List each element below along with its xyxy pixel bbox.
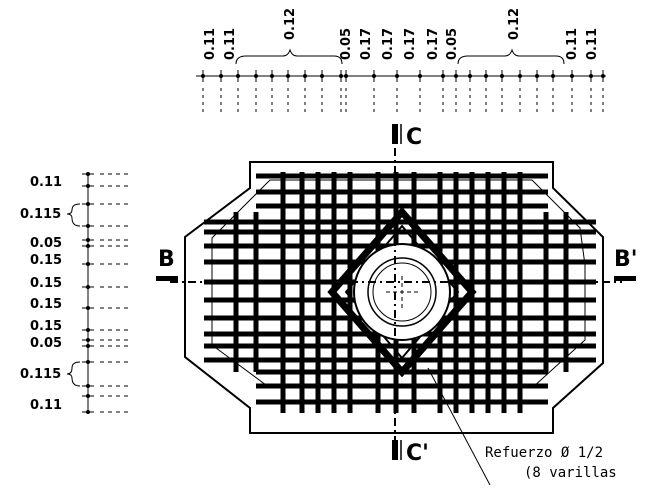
top-dim-dot [395,74,399,78]
top-dim-dot [535,74,539,78]
top-dim-dot [441,74,445,78]
top-dim-label: 0.11 [565,28,580,60]
section-b-left-label: B [158,247,175,272]
left-dim-label: 0.115 [20,367,61,382]
left-dim-label: 0.11 [30,398,62,413]
left-dim-dot [86,172,90,176]
left-dim-label: 0.15 [30,276,62,291]
left-dim-dot [86,410,90,414]
left-dim-dot [86,344,90,348]
top-dim-label: 0.17 [359,28,374,60]
left-dim-dot [86,224,90,228]
top-dim-dot [468,74,472,78]
left-dim-label: 0.05 [30,336,62,351]
rebar-note-line2: (8 varillas [524,465,617,481]
top-dim-label: 0.11 [223,28,238,60]
top-dim-dot [589,74,593,78]
top-dimension-line [196,70,606,112]
top-dim-label: 0.12 [283,8,298,40]
top-dim-label: 0.12 [507,8,522,40]
section-c-bottom-label: C' [406,441,429,466]
left-dim-dot [86,262,90,266]
top-dimension-labels: 0.11 0.11 0.12 0.05 0.17 0.17 0.17 0.17 … [203,8,600,60]
left-dim-dot [86,360,90,364]
left-dim-dot [86,328,90,332]
left-dim-label: 0.115 [20,207,61,222]
top-dim-label: 0.17 [381,28,396,60]
left-dimension-labels: 0.11 0.115 0.05 0.15 0.15 0.15 0.15 0.05… [20,175,62,413]
left-dim-dot [86,244,90,248]
rebar-note-leader [427,367,491,486]
top-dim-dot [219,74,223,78]
top-dim-dot [454,74,458,78]
left-dim-label: 0.15 [30,297,62,312]
left-dim-label: 0.11 [30,175,62,190]
section-b-right-label: B' [614,247,638,272]
section-b-left-marker: B [156,247,178,281]
top-dim-dot [372,74,376,78]
section-c-top-label: C [406,125,422,150]
top-dim-label: 0.11 [585,28,600,60]
left-dimension-line [82,172,130,414]
top-dim-dot [344,74,348,78]
left-dim-dot [86,338,90,342]
left-dim-dot [86,394,90,398]
top-dim-dot [570,74,574,78]
top-dim-dot [286,74,290,78]
top-dim-dot [484,74,488,78]
left-braces [66,203,81,387]
left-dim-dot [86,202,90,206]
top-dim-dot [270,74,274,78]
top-dim-dot [418,74,422,78]
top-dim-dot [254,74,258,78]
rebar-note-line1: Refuerzo Ø 1/2 [485,445,603,461]
top-dim-dot [320,74,324,78]
top-dim-dot [500,74,504,78]
left-dim-dot [86,238,90,242]
left-dim-label: 0.15 [30,253,62,268]
top-dim-dot [339,74,343,78]
left-dim-dot [86,384,90,388]
top-dim-label: 0.17 [403,28,418,60]
footing-outline [184,161,604,434]
left-dim-dot [86,285,90,289]
top-dim-dot [236,74,240,78]
left-dim-dot [86,184,90,188]
left-dim-label: 0.15 [30,319,62,334]
column-circle [353,243,451,341]
top-braces [235,48,565,65]
top-dim-label: 0.11 [203,28,218,60]
top-dim-label: 0.17 [426,28,441,60]
left-dim-label: 0.05 [30,236,62,251]
top-dim-label: 0.05 [445,28,460,60]
top-dim-label: 0.05 [339,28,354,60]
top-dim-dot [601,74,605,78]
top-dim-dot [303,74,307,78]
section-axes [170,148,622,440]
section-c-bottom-marker: C' [392,440,429,466]
left-dim-dot [86,306,90,310]
top-dim-dot [551,74,555,78]
section-c-top-marker: C [392,124,422,150]
section-b-right-marker: B' [614,247,638,281]
top-dim-dot [518,74,522,78]
top-dim-dot [201,74,205,78]
